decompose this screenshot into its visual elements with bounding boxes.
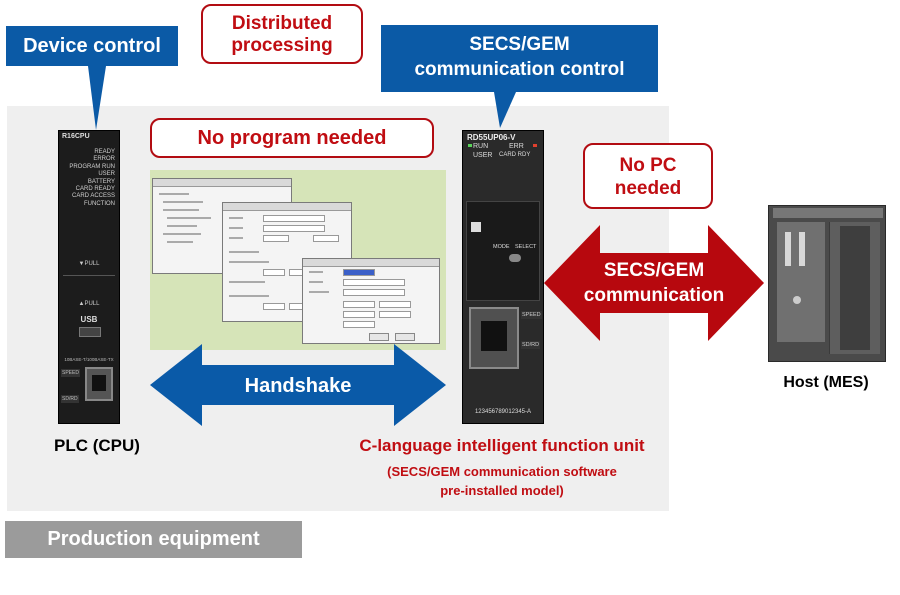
- secs-gem-control-callout: SECS/GEM communication control: [381, 25, 658, 92]
- cpu-led-label: READY: [94, 149, 115, 155]
- unit-indicator-icon: [471, 222, 481, 232]
- secs-comm-label-line1: SECS/GEM: [604, 260, 704, 281]
- unit-select-label: SELECT: [515, 244, 537, 250]
- no-pc-line1: No PC: [619, 155, 677, 176]
- host-mes-label: Host (MES): [783, 374, 869, 391]
- software-screenshot-area: [150, 170, 446, 350]
- cpu-led-label: FUNCTION: [84, 200, 115, 207]
- cpu-led-label: BATTERY: [87, 178, 115, 185]
- handshake-label: Handshake: [245, 375, 352, 397]
- unit-sub-label: (SECS/GEM communication software pre-ins…: [330, 462, 674, 500]
- power-button-icon: [793, 296, 801, 304]
- distributed-line1: Distributed: [231, 13, 333, 34]
- no-pc-callout: No PC needed: [583, 143, 713, 209]
- device-control-callout: Device control: [6, 26, 178, 66]
- software-window-3: [302, 258, 440, 344]
- secs-gem-communication-arrow: SECS/GEM communication: [544, 225, 764, 341]
- secs-control-pointer: [494, 92, 516, 128]
- tower-top: [773, 208, 883, 218]
- secs-gem-unit-module-image: RD55UP06-V RUN ERR USER CARD RDY MODE SE…: [462, 130, 544, 424]
- unit-front-panel: MODE SELECT: [466, 201, 540, 301]
- no-program-text: No program needed: [197, 127, 387, 149]
- production-equipment-text: Production equipment: [47, 528, 260, 550]
- unit-serial-print: 123456789012345-A: [474, 409, 532, 415]
- unit-run-label: RUN: [473, 143, 489, 150]
- cpu-speed-label: SPEED: [61, 369, 80, 377]
- cpu-led-list: READY ERROR PROGRAM RUN USER BATTERY CAR…: [63, 149, 115, 208]
- unit-sub-line1: (SECS/GEM communication software: [387, 464, 617, 479]
- distributed-line2: processing: [231, 35, 333, 56]
- run-led-icon: [468, 144, 472, 147]
- unit-mode-label: MODE: [493, 244, 510, 250]
- cpu-pull-top: ▼PULL: [78, 261, 100, 267]
- cpu-pull-bottom: ▲PULL: [78, 301, 100, 307]
- cpu-led-label: CARD ACCESS: [71, 193, 115, 200]
- secs-control-line1: SECS/GEM: [469, 34, 570, 55]
- ethernet-port-icon: [85, 367, 113, 401]
- distributed-processing-callout: Distributed processing: [201, 4, 363, 64]
- cpu-led-label: USER: [98, 171, 115, 178]
- mode-switch-icon: [509, 254, 521, 262]
- tower-front-panel: [777, 222, 825, 342]
- cpu-usb-label: USB: [80, 315, 98, 324]
- cpu-divider: [63, 275, 115, 276]
- cpu-led-label: PROGRAM RUN: [69, 163, 115, 170]
- cpu-sdrd-label: SD/RD: [61, 395, 79, 403]
- handshake-arrow: Handshake: [150, 344, 446, 426]
- unit-user-label: USER: [473, 152, 493, 159]
- cpu-model-print: R16CPU: [62, 133, 90, 140]
- cpu-ethernet-label: 10BASE-T/100BASE-TX: [64, 357, 114, 362]
- unit-sub-line2: pre-installed model): [440, 483, 564, 498]
- usb-port-icon: [79, 327, 101, 337]
- cpu-led-label: CARD READY: [75, 186, 115, 193]
- unit-sdrd-label: SD/RD: [521, 341, 541, 349]
- no-pc-line2: needed: [614, 178, 682, 199]
- unit-ethernet-port-icon: [469, 307, 519, 369]
- plc-cpu-module-image: R16CPU READY ERROR PROGRAM RUN USER BATT…: [58, 130, 120, 424]
- secs-comm-label-line2: communication: [584, 285, 724, 306]
- unit-card-label: CARD RDY: [499, 152, 531, 158]
- secs-control-line2: communication control: [414, 59, 625, 80]
- unit-err-label: ERR: [509, 143, 524, 150]
- production-equipment-tag: Production equipment: [5, 521, 302, 558]
- unit-model-print: RD55UP06-V: [467, 133, 516, 142]
- err-led-icon: [533, 144, 537, 147]
- device-control-pointer: [88, 66, 106, 130]
- unit-speed-label: SPEED: [521, 311, 542, 319]
- device-control-text: Device control: [23, 35, 161, 57]
- host-pc-tower-image: [768, 205, 886, 362]
- cpu-led-label: ERROR: [93, 156, 115, 163]
- plc-cpu-label: PLC (CPU): [54, 436, 140, 455]
- tower-side-panel: [829, 222, 880, 354]
- unit-label: C-language intelligent function unit: [359, 436, 645, 455]
- no-program-callout: No program needed: [150, 118, 434, 158]
